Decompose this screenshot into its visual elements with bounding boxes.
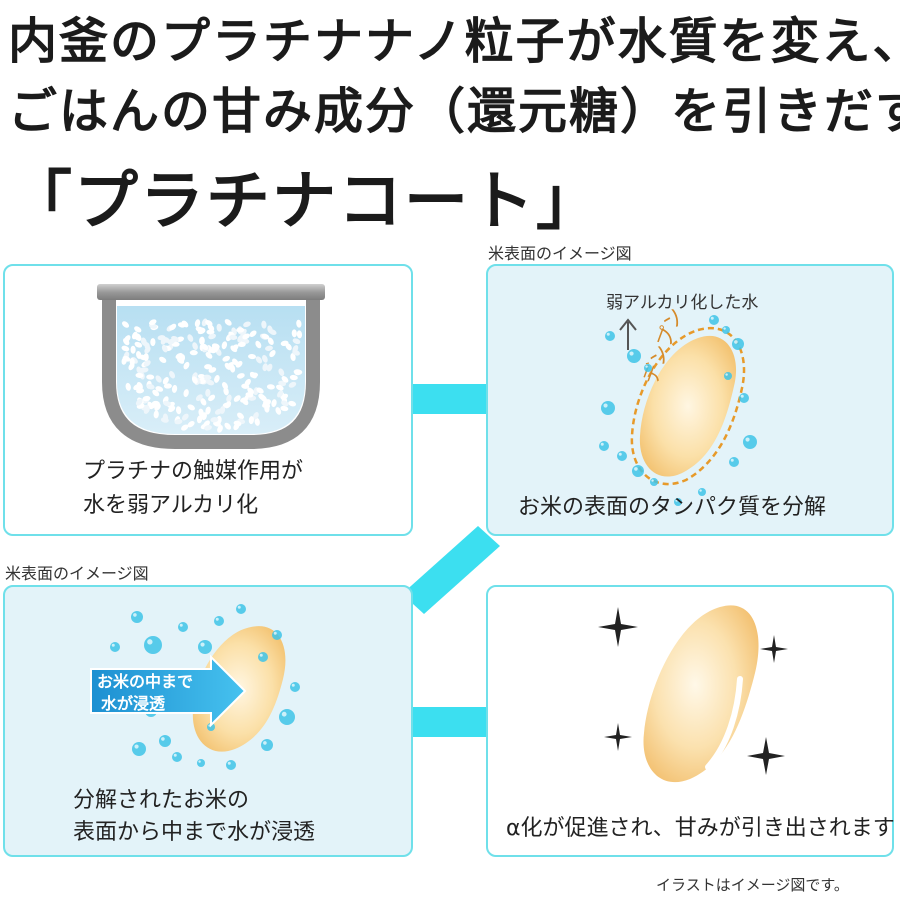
panel-gelatinization: α化が促進され、甘みが引き出されます bbox=[486, 585, 895, 857]
sparkle-icons bbox=[598, 607, 788, 775]
up-arrow-icon bbox=[619, 318, 637, 350]
water-penetration-caption-1: 分解されたお米の bbox=[73, 788, 250, 813]
water-bubble bbox=[131, 611, 143, 623]
label-rice-surface-top: 米表面のイメージ図 bbox=[488, 244, 632, 263]
headline-line-1: 内釜のプラチナナノ粒子が水質を変え、 bbox=[8, 12, 900, 70]
water-bubble bbox=[236, 604, 246, 614]
panel-protein-breakdown: デンプン 弱アルカリ化した水 お米の表面のタンパク質を分解 bbox=[486, 264, 894, 536]
water-bubble bbox=[261, 739, 273, 751]
water-bubble bbox=[722, 326, 730, 334]
water-bubble bbox=[739, 393, 749, 403]
water-bubble bbox=[132, 742, 146, 756]
water-bubble bbox=[644, 364, 652, 372]
panel-water-penetration: お米の中まで 水が浸透 分解されたお米の 表面から中まで水が浸透 bbox=[3, 585, 413, 857]
rice-surface-illustration: デンプン 弱アルカリ化した水 bbox=[599, 293, 758, 506]
headline-product-name: 「プラチナコート」 bbox=[8, 164, 602, 239]
label-rice-surface-bottom: 米表面のイメージ図 bbox=[5, 564, 149, 583]
water-bubble bbox=[709, 315, 719, 325]
water-bubble bbox=[605, 331, 615, 341]
water-label: 弱アルカリ化した水 bbox=[606, 293, 758, 313]
water-bubble bbox=[724, 372, 732, 380]
water-bubble bbox=[632, 465, 644, 477]
water-bubble bbox=[172, 752, 182, 762]
water-bubble bbox=[159, 735, 171, 747]
rice-sparkle-illustration bbox=[598, 605, 788, 783]
connector-bottom bbox=[412, 707, 486, 737]
inner-pot-caption-2: 水を弱アルカリ化 bbox=[83, 493, 259, 518]
panel-inner-pot: プラチナの触媒作用が 水を弱アルカリ化 bbox=[3, 264, 413, 536]
sparkle-icon bbox=[747, 737, 785, 775]
water-bubble bbox=[743, 435, 757, 449]
inner-pot-illustration bbox=[97, 284, 325, 449]
penetration-arrow-icon bbox=[90, 654, 247, 728]
starch-outline bbox=[630, 327, 746, 486]
water-bubble bbox=[290, 682, 300, 692]
water-bubble bbox=[601, 401, 615, 415]
water-bubble bbox=[732, 338, 744, 350]
arrow-text-1: お米の中まで bbox=[97, 672, 193, 691]
water-bubble bbox=[178, 622, 188, 632]
water-bubble bbox=[144, 636, 162, 654]
footnote: イラストはイメージ図です。 bbox=[656, 876, 849, 894]
water-bubble bbox=[729, 457, 739, 467]
water-bubble bbox=[617, 451, 627, 461]
water-bubble bbox=[279, 709, 295, 725]
protein-breakdown-caption: お米の表面のタンパク質を分解 bbox=[518, 495, 827, 520]
water-bubble bbox=[110, 642, 120, 652]
rice-grains-in-pot bbox=[121, 318, 303, 433]
water-bubble bbox=[258, 652, 268, 662]
water-bubbles bbox=[110, 604, 300, 770]
headline-line-2: ごはんの甘み成分（還元糖）を引きだす bbox=[8, 82, 900, 140]
water-bubble bbox=[197, 759, 205, 767]
arrow-text-2: 水が浸透 bbox=[101, 694, 166, 713]
sparkle-icon bbox=[760, 635, 788, 663]
water-bubble bbox=[599, 441, 609, 451]
water-bubble bbox=[272, 630, 282, 640]
water-bubbles bbox=[599, 315, 757, 506]
gelatinization-caption: α化が促進され、甘みが引き出されます bbox=[506, 816, 895, 841]
water-bubble bbox=[650, 478, 658, 486]
sparkle-icon bbox=[598, 607, 638, 647]
water-bubble bbox=[627, 349, 641, 363]
water-penetration-illustration: お米の中まで 水が浸透 bbox=[90, 604, 300, 770]
water-penetration-caption-2: 表面から中まで水が浸透 bbox=[73, 820, 316, 845]
water-bubble bbox=[226, 760, 236, 770]
rice-grain-shape bbox=[639, 335, 737, 477]
rice-grain-shape bbox=[643, 605, 759, 783]
sparkle-icon bbox=[604, 723, 632, 751]
water-bubble bbox=[214, 616, 224, 626]
connector-top bbox=[412, 384, 486, 414]
water-bubble bbox=[198, 640, 212, 654]
inner-pot-caption-1: プラチナの触媒作用が bbox=[83, 459, 304, 484]
